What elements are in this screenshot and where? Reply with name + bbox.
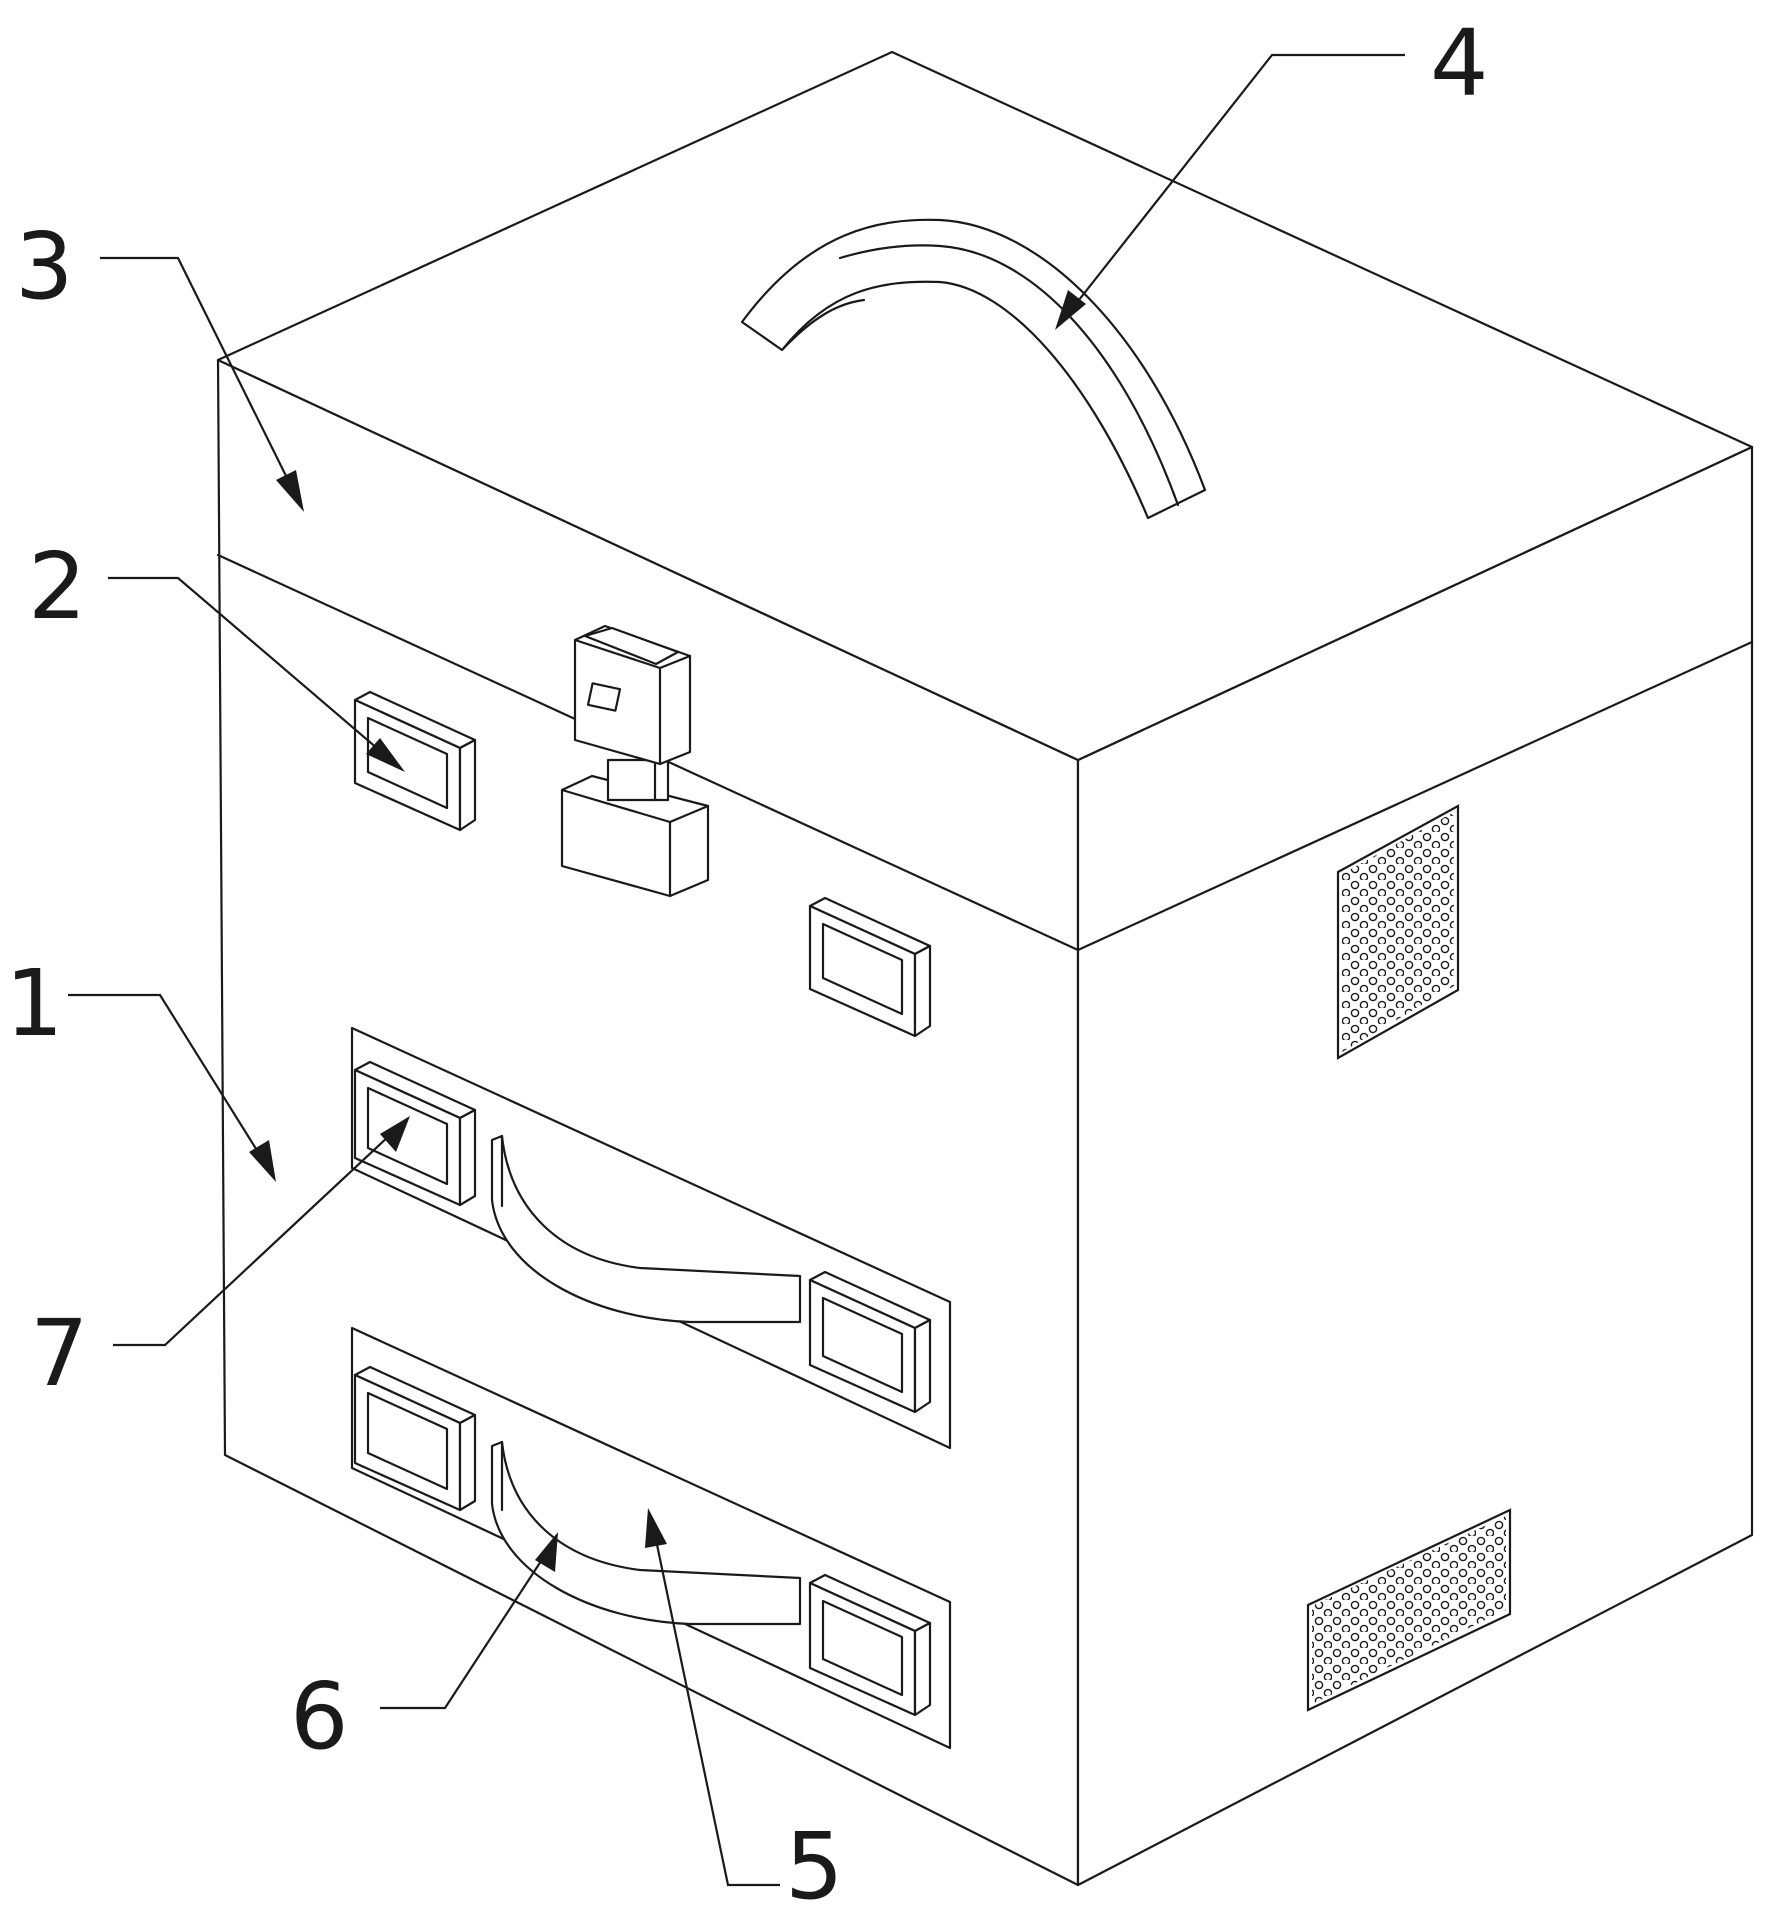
callout-3: 3 — [15, 213, 74, 320]
lock-hasp — [560, 624, 710, 898]
leader-1 — [68, 993, 276, 1182]
callout-4: 4 — [1430, 10, 1489, 117]
vent-mesh-upper — [1336, 804, 1460, 1060]
case-body — [216, 50, 1754, 1887]
leader-2 — [108, 576, 405, 772]
callout-1: 1 — [5, 950, 64, 1057]
callout-5: 5 — [785, 1813, 844, 1910]
top-face — [216, 50, 1754, 762]
leader-7 — [113, 1116, 410, 1347]
drawer-upper — [350, 1026, 952, 1450]
vent-mesh-lower — [1306, 1508, 1512, 1712]
latch-plate-right — [808, 896, 932, 1038]
callout-6: 6 — [290, 1663, 349, 1770]
lid-handle — [740, 218, 1207, 520]
callout-2: 2 — [28, 533, 87, 640]
callout-7: 7 — [30, 1300, 89, 1407]
leader-5 — [645, 1508, 780, 1887]
leader-6 — [380, 1532, 558, 1710]
leader-3 — [100, 256, 304, 512]
leader-4 — [1055, 53, 1405, 330]
lid-seam — [216, 553, 1754, 952]
